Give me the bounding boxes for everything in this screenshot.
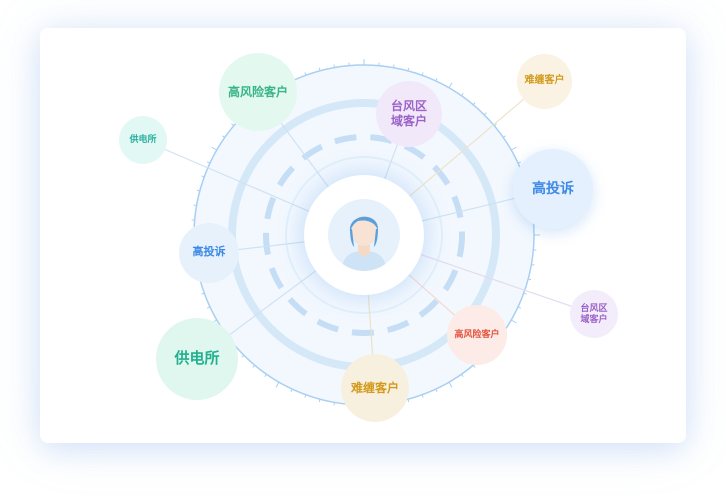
center-avatar[interactable] — [304, 175, 424, 295]
ring-tick — [528, 278, 532, 281]
node-label: 高投诉 — [192, 246, 226, 259]
ring-tick — [201, 292, 205, 295]
ring-tick — [333, 402, 335, 406]
ring-tick — [493, 123, 497, 127]
node-label: 台风区域客户 — [390, 99, 427, 128]
ring-tick — [318, 67, 321, 71]
ring-tick — [304, 394, 307, 398]
ring-tick — [318, 399, 321, 403]
node-typhoon-top[interactable]: 台风区域客户 — [376, 81, 442, 147]
ring-tick — [517, 306, 522, 309]
ring-tick — [523, 292, 527, 295]
ring-tick — [483, 112, 487, 116]
inner-dashed-ring — [263, 134, 465, 336]
node-label: 台风区域客户 — [580, 302, 608, 324]
node-power-station-left[interactable]: 供电所 — [119, 116, 167, 164]
ring-tick — [333, 64, 335, 68]
ring-tick — [510, 319, 517, 324]
ring-tick — [241, 354, 245, 358]
ring-tick — [221, 135, 226, 138]
node-difficult-topright[interactable]: 难缠客户 — [517, 54, 572, 109]
ring-tick — [517, 161, 522, 164]
node-label: 难缠客户 — [350, 380, 399, 395]
ring-tick — [206, 306, 211, 309]
ring-tick — [510, 146, 517, 151]
user-avatar-icon — [328, 199, 400, 271]
ring-tick — [531, 264, 535, 266]
node-high-risk-bottom[interactable]: 高风险客户 — [447, 305, 507, 365]
inner-ring — [285, 156, 443, 314]
ring-tick — [472, 102, 476, 106]
ring-tick — [435, 388, 438, 393]
ring-tick — [502, 135, 507, 138]
ring-tick — [407, 67, 410, 71]
ring-tick — [393, 64, 395, 68]
node-label: 难缠客户 — [524, 75, 565, 87]
ring-tick — [448, 82, 453, 89]
node-difficult-bottom[interactable]: 难缠客户 — [341, 354, 409, 422]
ring-tick — [304, 72, 307, 76]
node-typhoon-right[interactable]: 台风区域客户 — [570, 290, 618, 338]
node-label: 高风险客户 — [454, 329, 500, 340]
node-high-risk-top[interactable]: 高风险客户 — [219, 53, 297, 131]
node-label: 高投诉 — [532, 180, 574, 197]
ring-tick — [231, 123, 235, 127]
ring-tick — [252, 364, 256, 368]
node-label: 高风险客户 — [227, 84, 288, 99]
node-high-complaint-left[interactable]: 高投诉 — [179, 223, 239, 283]
ring-tick — [407, 399, 410, 403]
ring-tick — [421, 394, 424, 398]
ring-tick — [472, 364, 476, 368]
ring-tick — [264, 373, 267, 378]
ring-tick — [461, 373, 464, 378]
ring-tick — [201, 175, 205, 178]
ring-tick — [196, 189, 200, 192]
ring-tick — [461, 92, 464, 97]
node-label: 供电所 — [129, 134, 157, 145]
ring-tick — [275, 381, 280, 388]
ring-tick — [435, 77, 438, 82]
ring-tick — [421, 72, 424, 76]
node-power-station-bottom[interactable]: 供电所 — [156, 318, 238, 400]
ring-tick — [448, 381, 453, 388]
ring-tick — [206, 161, 211, 164]
node-label: 供电所 — [174, 349, 220, 367]
node-high-complaint-right[interactable]: 高投诉 — [513, 149, 593, 229]
ring-tick — [211, 146, 218, 151]
ring-tick — [193, 204, 197, 206]
ring-tick — [290, 388, 293, 393]
